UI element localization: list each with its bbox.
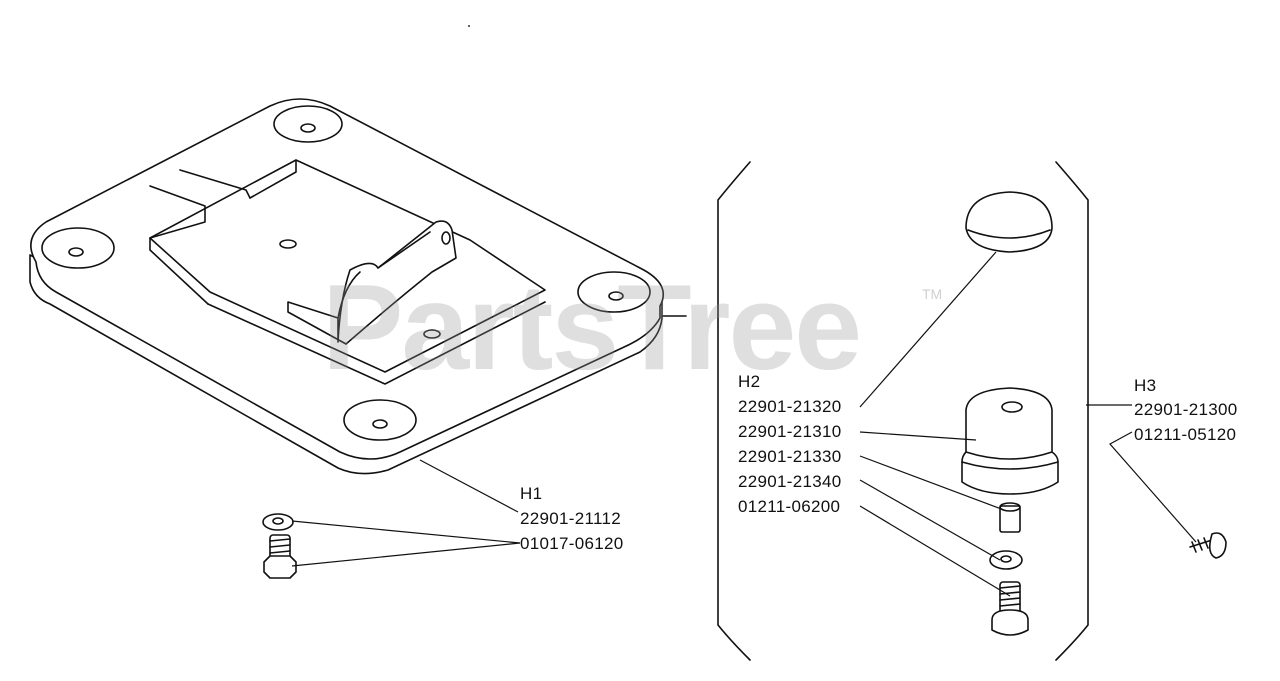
h2-brackets — [717, 161, 1089, 661]
h2-hardware — [961, 191, 1059, 636]
h2-part-4[interactable]: 22901-21340 — [738, 472, 842, 491]
h2-code: H2 — [738, 372, 761, 391]
watermark-trademark: TM — [922, 286, 943, 302]
base-plate — [29, 98, 687, 475]
h1-hardware — [262, 513, 297, 579]
h2-part-2[interactable]: 22901-21310 — [738, 422, 842, 441]
h3-part-2[interactable]: 01211-05120 — [1134, 425, 1237, 444]
h2-part-3[interactable]: 22901-21330 — [738, 447, 842, 466]
h1-part-2[interactable]: 01017-06120 — [520, 534, 624, 553]
h2-part-1[interactable]: 22901-21320 — [738, 397, 842, 416]
h2-part-5[interactable]: 01211-06200 — [738, 497, 841, 516]
h3-part-1[interactable]: 22901-21300 — [1134, 400, 1238, 419]
watermark: PartsTree — [322, 259, 862, 395]
h3-code: H3 — [1134, 376, 1157, 395]
h1-code: H1 — [520, 484, 543, 503]
h3-hardware — [1189, 532, 1227, 559]
h1-part-1[interactable]: 22901-21112 — [520, 509, 621, 528]
leader-lines — [291, 251, 1197, 597]
